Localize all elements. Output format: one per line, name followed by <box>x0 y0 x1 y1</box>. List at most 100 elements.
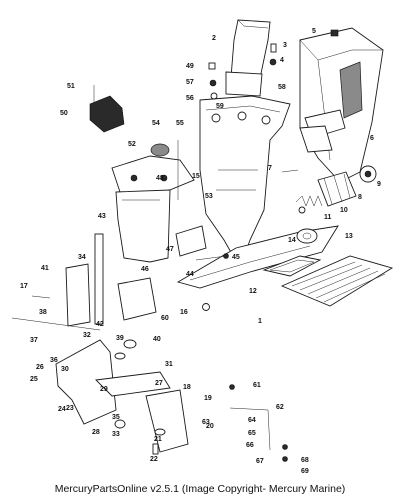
part-12-seal <box>262 255 322 277</box>
footer-copyright: MercuryPartsOnline v2.5.1 (Image Copyrig… <box>54 483 346 495</box>
callout-label-35: 35 <box>112 414 120 421</box>
upper-adapter-plate <box>111 155 195 195</box>
callout-label-23: 23 <box>66 405 74 412</box>
anti-ventilation-plate <box>176 225 339 289</box>
part-34-tube <box>94 233 104 325</box>
callout-label-26: 26 <box>36 364 44 371</box>
part-62-link-rod <box>229 407 271 451</box>
callout-label-8: 8 <box>358 194 362 201</box>
part-52-mount <box>150 143 170 157</box>
callout-label-31: 31 <box>165 361 173 368</box>
callout-label-21: 21 <box>154 436 162 443</box>
callout-label-67: 67 <box>256 458 264 465</box>
callout-label-3: 3 <box>283 42 287 49</box>
callout-label-11: 11 <box>324 214 332 221</box>
callout-label-30: 30 <box>61 366 69 373</box>
callout-label-16: 16 <box>180 309 188 316</box>
callout-label-6: 6 <box>370 135 374 142</box>
callout-label-69: 69 <box>301 468 309 475</box>
callout-label-63: 63 <box>202 419 210 426</box>
callout-label-2: 2 <box>212 35 216 42</box>
callout-label-12: 12 <box>249 288 257 295</box>
part-8-gear-assembly <box>317 171 357 207</box>
callout-label-47: 47 <box>166 246 174 253</box>
callout-label-34: 34 <box>78 254 86 261</box>
part-5-nut <box>330 29 339 37</box>
callout-label-24: 24 <box>58 406 66 413</box>
callout-label-13: 13 <box>345 233 353 240</box>
callout-label-64: 64 <box>248 417 256 424</box>
callout-label-52: 52 <box>128 141 136 148</box>
callout-label-29: 29 <box>100 386 108 393</box>
part-41-block <box>65 263 91 327</box>
part-57-washer-top <box>209 79 217 87</box>
part-44-45-fastener <box>195 253 229 261</box>
callout-label-22: 22 <box>150 456 158 463</box>
callout-label-7: 7 <box>268 165 272 172</box>
callout-label-43: 43 <box>98 213 106 220</box>
part-61-fastener <box>229 384 235 390</box>
part-50-bracket-pad <box>89 95 125 133</box>
part-11-washer <box>298 206 306 214</box>
part-15-driveshaft-housing <box>199 95 291 270</box>
callout-label-28: 28 <box>92 429 100 436</box>
part-67-69-fastener <box>282 444 288 462</box>
callout-label-46: 46 <box>141 266 149 273</box>
callout-label-20: 20 <box>206 423 214 430</box>
callout-label-18: 18 <box>183 384 191 391</box>
callout-label-54: 54 <box>152 120 160 127</box>
part-17-bolt <box>31 295 51 299</box>
callout-label-25: 25 <box>30 376 38 383</box>
part-36-ring <box>114 419 126 429</box>
part-14-bushing <box>296 228 318 244</box>
callout-label-55: 55 <box>176 120 184 127</box>
callout-label-49: 49 <box>186 63 194 70</box>
callout-label-60: 60 <box>161 315 169 322</box>
part-60-block <box>117 277 157 321</box>
part-7-pin <box>281 169 299 173</box>
callout-label-51: 51 <box>67 83 75 90</box>
part-10-spring <box>295 195 323 207</box>
callout-label-57: 57 <box>186 79 194 86</box>
part-47-clamp <box>175 225 207 257</box>
exploded-parts-diagram: 1234567891011121314151617181920212223242… <box>11 19 394 475</box>
part-9-cap <box>359 165 377 183</box>
part-4-washer <box>269 58 277 66</box>
part-16-plug <box>202 303 210 311</box>
part-6-side-cowl <box>299 27 384 183</box>
lower-clamp-bracket <box>55 339 189 453</box>
part-38-long-bolt <box>11 317 101 331</box>
callout-label-5: 5 <box>312 28 316 35</box>
callout-label-44: 44 <box>186 271 194 278</box>
callout-label-36: 36 <box>50 357 58 364</box>
part-1-pad <box>280 255 394 307</box>
callout-label-62: 62 <box>276 404 284 411</box>
callout-label-27: 27 <box>155 380 163 387</box>
callout-label-37: 37 <box>30 337 38 344</box>
callout-label-58: 58 <box>278 84 286 91</box>
callout-label-1: 1 <box>258 318 262 325</box>
part-21-bolt <box>152 443 159 455</box>
callout-label-40: 40 <box>153 336 161 343</box>
part-39-ring <box>114 352 126 360</box>
callout-label-33: 33 <box>112 431 120 438</box>
callout-label-48: 48 <box>156 175 164 182</box>
callout-label-39: 39 <box>116 335 124 342</box>
part-33-washer <box>154 428 166 436</box>
callout-label-4: 4 <box>280 57 284 64</box>
callout-label-32: 32 <box>83 332 91 339</box>
part-3-bolt <box>270 43 277 53</box>
callout-label-42: 42 <box>96 321 104 328</box>
callout-label-15: 15 <box>192 173 200 180</box>
callout-label-50: 50 <box>60 110 68 117</box>
callout-label-68: 68 <box>301 457 309 464</box>
part-43-housing <box>115 189 171 263</box>
callout-label-10: 10 <box>340 207 348 214</box>
callout-label-66: 66 <box>246 442 254 449</box>
callout-label-14: 14 <box>288 237 296 244</box>
callout-label-65: 65 <box>248 430 256 437</box>
callout-label-9: 9 <box>377 181 381 188</box>
part-59-washer-top <box>210 92 218 100</box>
callout-label-38: 38 <box>39 309 47 316</box>
callout-label-41: 41 <box>41 265 49 272</box>
